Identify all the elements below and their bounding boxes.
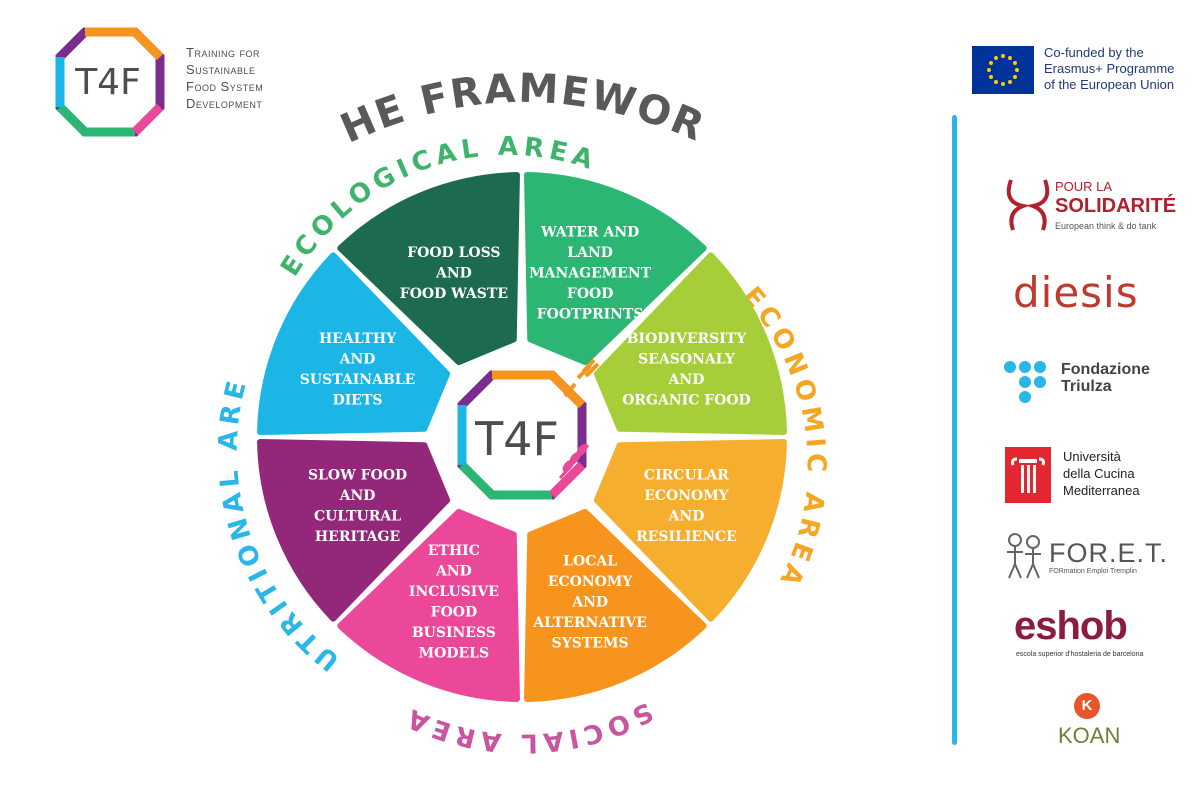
tagline-line: Training for [186, 45, 261, 60]
column-icon [1005, 447, 1051, 503]
tagline-line: Sustainable [186, 62, 256, 77]
chef-figures-icon [1007, 533, 1041, 579]
tagline-line: Development [186, 96, 263, 111]
partner-fondazione-triulza-logo: Fondazione Triulza [1003, 358, 1173, 418]
partner-koan-logo: K KOAN [1050, 693, 1130, 755]
partner-diesis-logo: diesis [1013, 268, 1139, 317]
vertical-divider [952, 115, 957, 745]
dots-icon [1004, 361, 1046, 403]
eu-text-line: of the European Union [1044, 77, 1175, 92]
center-logo-text: T4F [474, 412, 559, 466]
partner-pour-la-solidarite-logo: POUR LA SOLIDARITÉ European think & do t… [1003, 168, 1176, 238]
segment-local-economy [524, 508, 707, 702]
t4f-brand-logo: T4F [50, 22, 290, 142]
segment-biodiversity [593, 252, 787, 435]
butterfly-icon [1006, 179, 1050, 231]
segment-ethic-business [337, 508, 520, 702]
brand-tagline: Training for Sustainable Food System Dev… [186, 44, 263, 112]
wheat-icon [558, 444, 590, 480]
eu-text-line: Erasmus+ Programme [1044, 61, 1175, 76]
segment-healthy-diets [257, 252, 451, 435]
tagline-line: Food System [186, 79, 264, 94]
segment-slow-food [257, 439, 451, 622]
partner-eshob-logo: eshob escola superior d'hostaleria de ba… [1014, 604, 1144, 658]
eu-text-line: Co-funded by the [1044, 45, 1144, 60]
segment-food-loss [337, 172, 520, 366]
brand-logo-text: T4F [74, 62, 141, 103]
eu-flag-icon [972, 46, 1034, 94]
social-area-label: SOCIAL AREA [399, 696, 658, 758]
fork-icon [563, 358, 600, 398]
segment-circular-economy [593, 439, 787, 622]
partner-foret-logo: FOR.E.T. FORmation Emploi Tremplin [1003, 530, 1173, 580]
segment-water-land [524, 172, 707, 366]
eu-cofunding-block: Co-funded by the Erasmus+ Programme of t… [972, 44, 1192, 100]
partner-universita-cucina-mediterranea-logo: Università della Cucina Mediterranea [1005, 447, 1175, 503]
center-logo: T4F [440, 355, 604, 519]
